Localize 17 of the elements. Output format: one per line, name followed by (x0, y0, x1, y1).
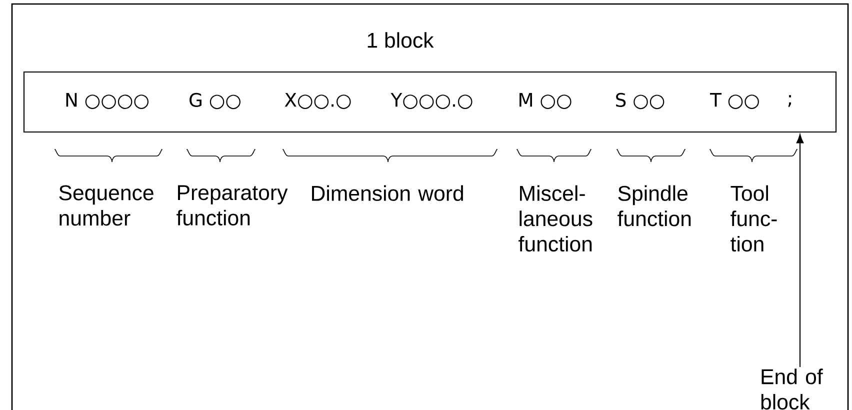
part-label: Tool func- tion (730, 185, 777, 252)
part-label: Preparatory function (176, 185, 288, 226)
code-word: ; (788, 95, 791, 107)
end-label: End of block (761, 368, 823, 410)
code-word: G ○○ (190, 92, 240, 110)
code-word: Y○○○.○ (390, 93, 472, 109)
code-word: M ○○ (520, 93, 572, 109)
code-word: S ○○ (616, 92, 664, 110)
part-label: Spindle function (618, 185, 691, 226)
code-word: T ○○ (710, 93, 759, 109)
part-label: Dimension word (312, 185, 463, 201)
code-word: X○○.○ (284, 93, 351, 109)
part-label: Sequence number (59, 185, 154, 226)
code-word: N ○○○○ (66, 93, 148, 109)
part-label: Miscel- laneous function (518, 185, 592, 252)
arrow (796, 134, 804, 367)
block-caption: 1 block (368, 32, 434, 48)
